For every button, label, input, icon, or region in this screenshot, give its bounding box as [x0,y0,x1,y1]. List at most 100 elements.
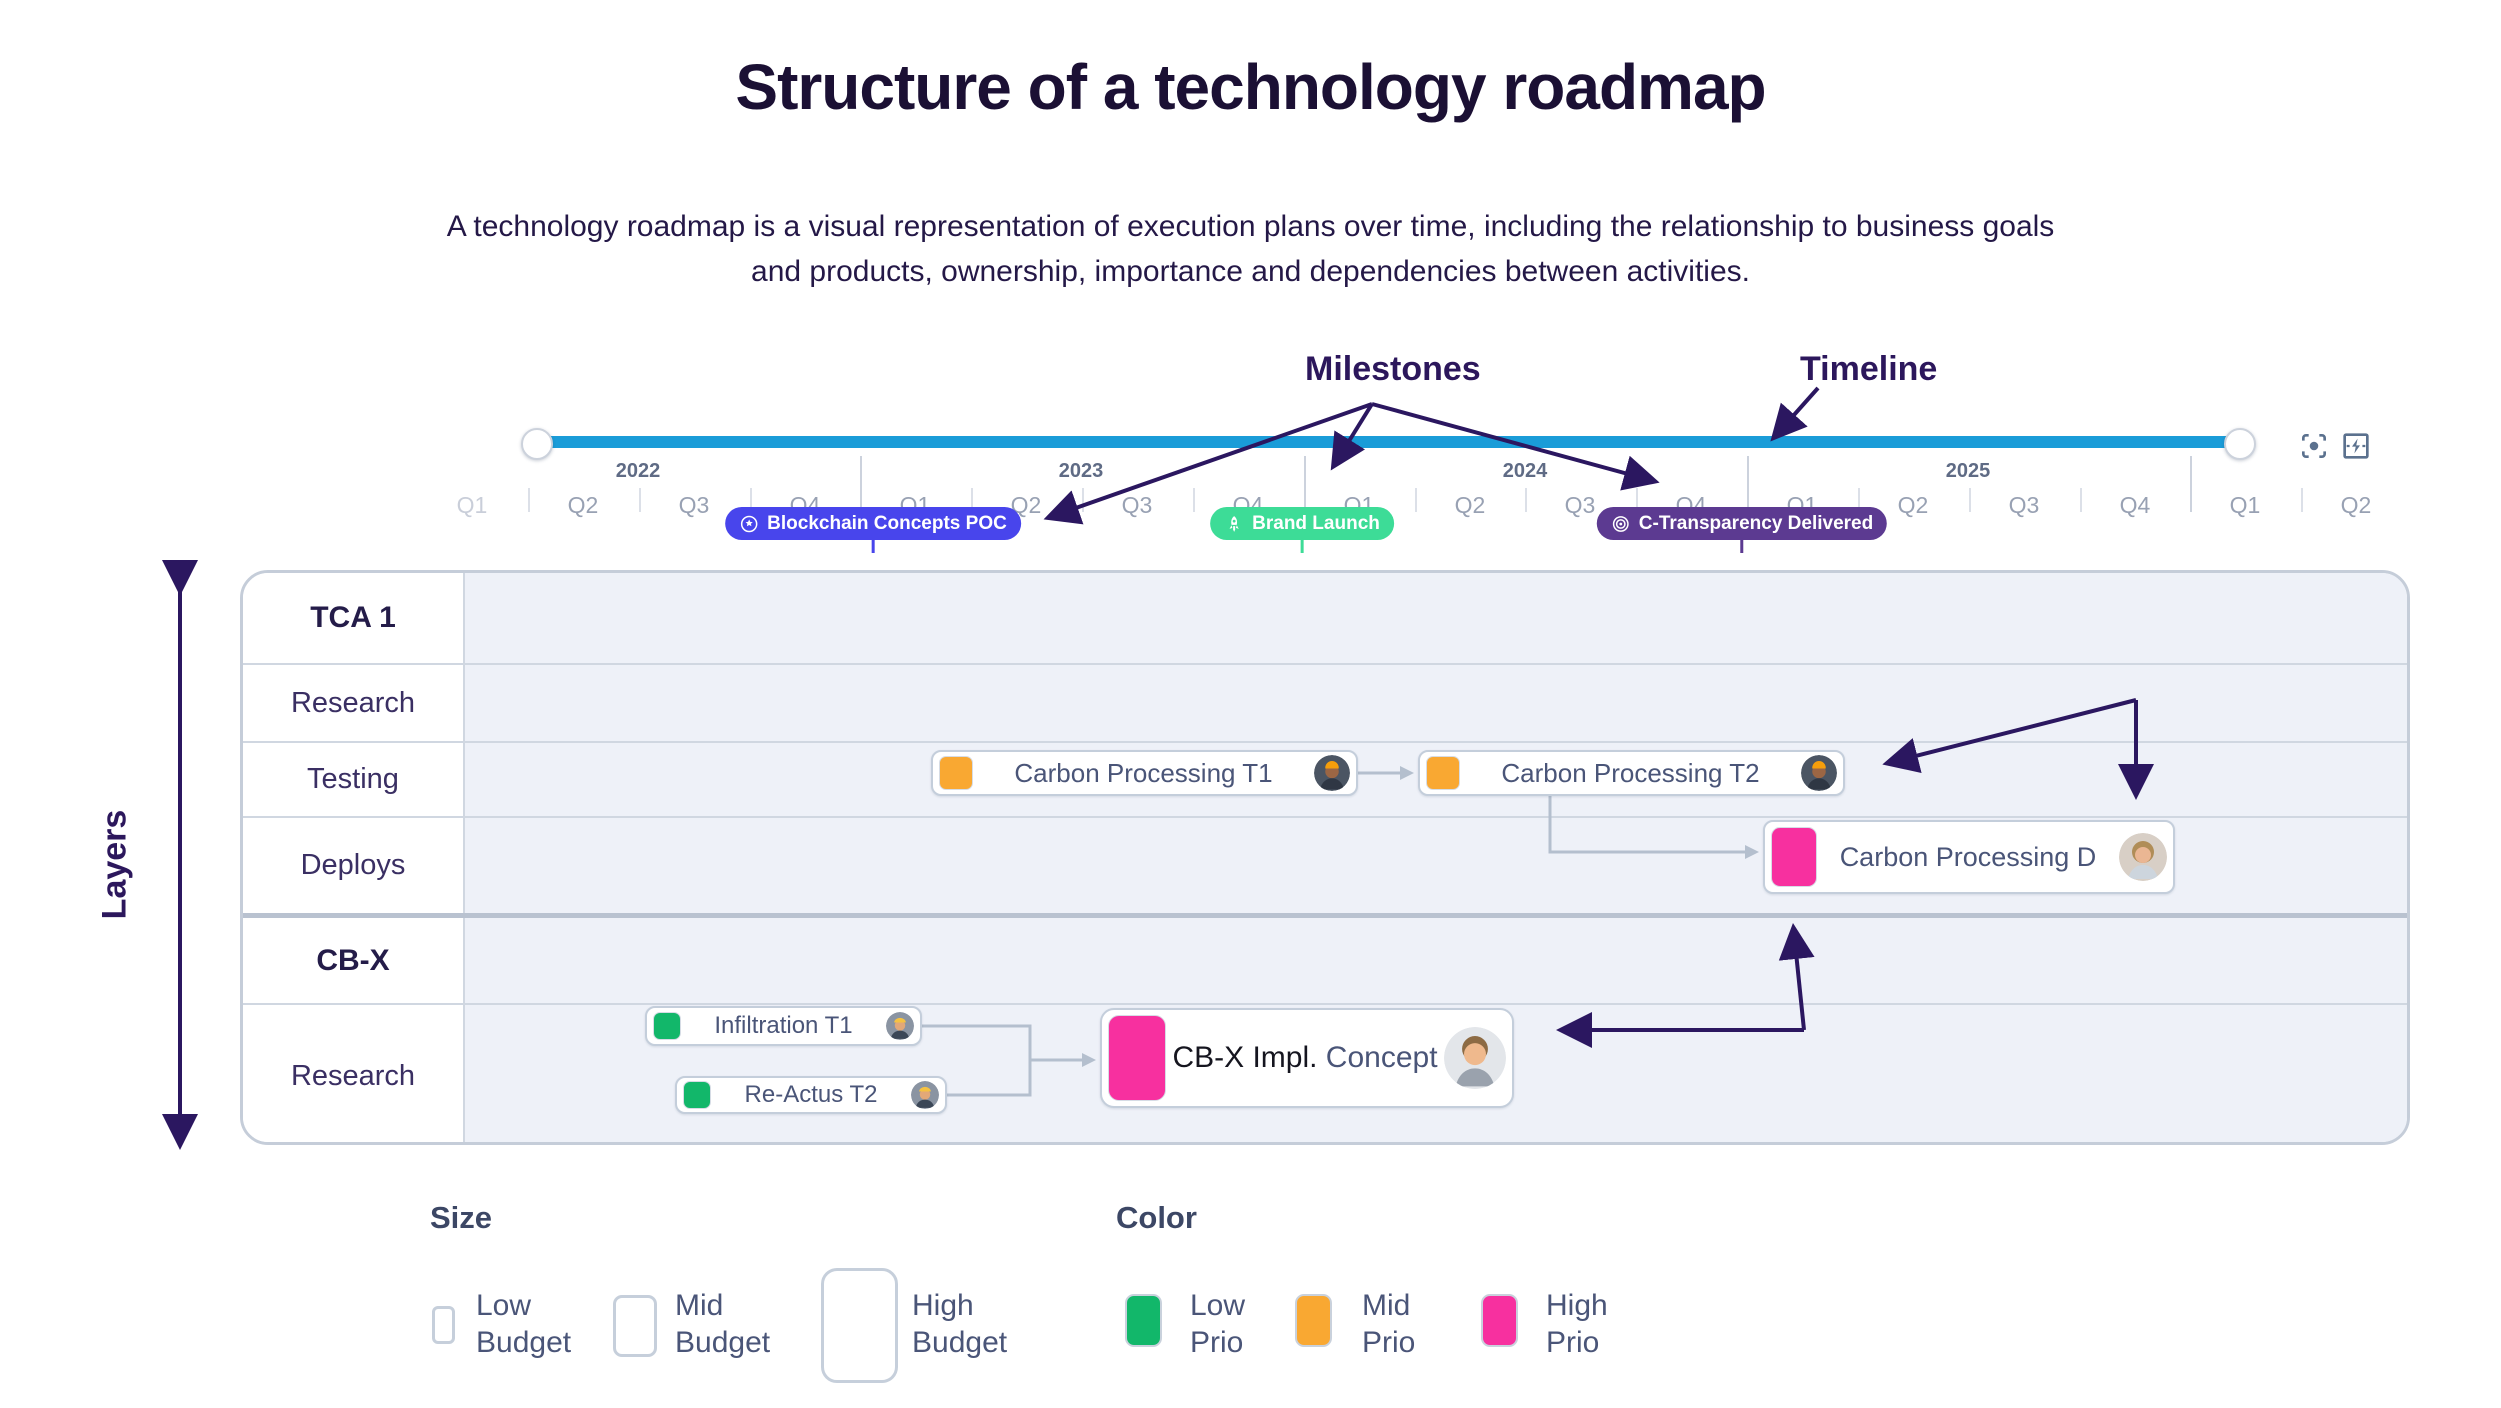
legend-color-high-box [1481,1294,1518,1347]
row-label: Deploys [243,818,465,913]
milestone-label: Blockchain Concepts POC [767,512,1007,534]
quarter-label: Q2 [1454,492,1486,518]
activity-infiltration-t1[interactable]: Infiltration T1 [645,1006,922,1046]
milestone-blockchain-concepts-poc[interactable]: Blockchain Concepts POC [725,507,1021,553]
milestone-label: C-Transparency Delivered [1638,512,1874,534]
target-icon [1612,515,1629,532]
activity-label: Carbon Processing T1 [1014,757,1273,788]
milestone-brand-launch[interactable]: Brand Launch [1210,507,1394,553]
row-lane [465,665,2407,741]
row-label: TCA 1 [243,573,465,663]
milestones-label: Milestones [1305,350,1481,388]
quarter-tick [971,488,973,512]
row-label: CB-X [243,918,465,1003]
rocket-icon [1229,515,1239,532]
quarter-label: Q3 [678,492,710,518]
quarter-label: Q1 [456,492,488,518]
timeline-handle-start[interactable] [521,428,553,460]
quarter-tick [750,488,752,512]
owner-avatar [1801,755,1837,791]
milestone-c-transparency-delivered[interactable]: C-Transparency Delivered [1596,507,1888,553]
quarter-tick [1415,488,1417,512]
activity-label-secondary: Concept [1317,1041,1438,1074]
quarter-tick [528,488,530,512]
activity-label: Carbon Processing T2 [1501,757,1760,788]
activity-label-primary: CB-X Impl. [1172,1041,1318,1074]
page-subtitle: A technology roadmap is a visual represe… [0,204,2501,294]
subtitle-line-1: A technology roadmap is a visual represe… [446,210,2055,243]
quarter-tick [860,456,862,512]
legend-color-mid-box [1295,1294,1332,1347]
quarter-tick [1525,488,1527,512]
legend-color-low-box [1125,1294,1162,1347]
milestone-label: Brand Launch [1252,512,1380,534]
activity-carbon-processing-t1[interactable]: Carbon Processing T1 [931,750,1358,796]
legend-size-mid-label: Mid Budget [675,1289,771,1359]
owner-avatar [911,1081,939,1109]
row-label: Research [243,1005,465,1142]
activity-carbon-processing-t2[interactable]: Carbon Processing T2 [1418,750,1845,796]
row-label: Testing [243,743,465,816]
year-label: 2024 [1502,460,1548,482]
legend-color-mid-label: Mid Prio [1362,1289,1416,1359]
owner-avatar [886,1012,914,1040]
row-lane [465,918,2407,1003]
quarter-label: Q2 [2340,492,2372,518]
activity-label: CB-X Impl. Concept [1166,1041,1444,1075]
center-focus-icon [2302,434,2326,458]
timeline-label: Timeline [1800,350,1938,388]
legend-size-high-box [821,1268,898,1383]
activity-label: Re-Actus T2 [744,1081,878,1108]
milestone-tick [1300,540,1304,553]
priority-chip [1108,1015,1166,1101]
quarter-tick [2301,488,2303,512]
board-row-research-1: Research [243,663,2407,741]
quarter-label: Q3 [2008,492,2040,518]
activity-label: Carbon Processing D [1839,841,2097,872]
row-lane [465,573,2407,663]
milestone-tick [871,540,875,553]
legend-size-low-label: Low Budget [476,1289,572,1359]
quarter-label: Q3 [1121,492,1153,518]
center-focus-button[interactable] [2298,430,2330,462]
quarter-tick [1969,488,1971,512]
activity-re-actus-t2[interactable]: Re-Actus T2 [675,1076,947,1114]
quarter-tick [639,488,641,512]
priority-chip [1771,827,1817,887]
quarter-tick [1082,488,1084,512]
legend-size-title: Size [430,1200,493,1235]
legend-size-high-label: High Budget [912,1289,1008,1359]
quarter-label: Q1 [2229,492,2261,518]
owner-avatar [2119,833,2167,881]
subtitle-line-2: and products, ownership, importance and … [751,255,1750,288]
idea-head-icon [740,515,758,532]
quarter-tick [1193,488,1195,512]
quarter-label: Q2 [567,492,599,518]
fit-to-screen-button[interactable] [2340,430,2372,462]
quarter-tick [2190,456,2192,512]
milestone-tick [1740,540,1744,553]
priority-chip [939,756,973,790]
legend-color-high-label: High Prio [1546,1289,1608,1359]
quarter-label: Q2 [1897,492,1929,518]
timeline-handle-end[interactable] [2224,428,2256,460]
priority-chip [653,1012,681,1040]
priority-chip [683,1081,711,1109]
activity-cbx-impl-concept[interactable]: CB-X Impl. Concept [1100,1008,1514,1108]
quarter-tick [1636,488,1638,512]
quarter-tick [1858,488,1860,512]
activity-carbon-processing-d[interactable]: Carbon Processing D [1763,820,2175,894]
quarter-tick [1747,456,1749,512]
year-label: 2023 [1058,460,1104,482]
quarter-label: Q4 [2119,492,2151,518]
legend-color-title: Color [1116,1200,1197,1235]
row-label: Research [243,665,465,741]
owner-avatar [1314,755,1350,791]
owner-avatar [1444,1027,1506,1089]
quarter-tick [1304,456,1306,512]
board-row-tca1: TCA 1 [243,573,2407,663]
legend-size-mid-box [613,1295,657,1357]
legend-color-low-label: Low Prio [1190,1289,1246,1359]
fit-to-screen-icon [2343,433,2369,459]
activity-label: Infiltration T1 [714,1012,853,1039]
